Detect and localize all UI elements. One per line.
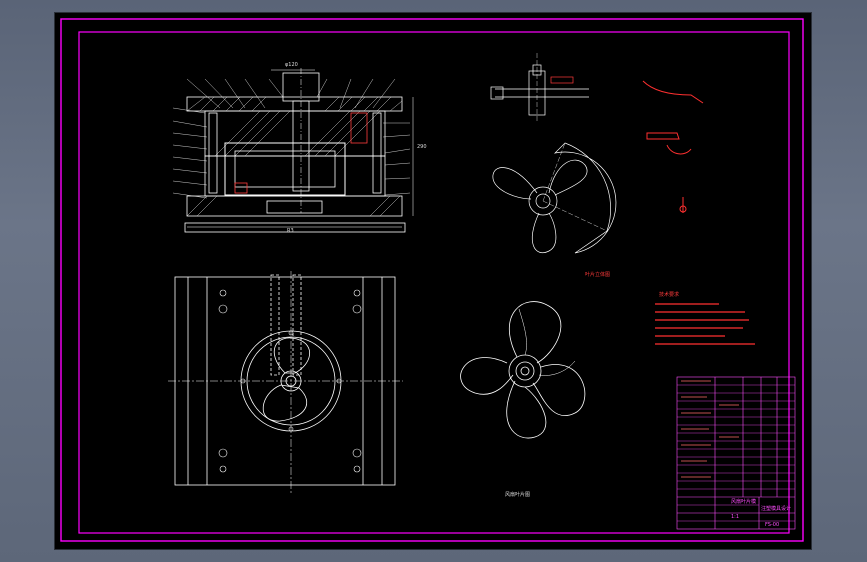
gate-detail-view	[490, 53, 589, 123]
drawing-sheet: φ120 290 R3 风扇叶片图 叶片立体图 技术要求 风扇叶片模 1:1 注…	[55, 13, 811, 549]
technical-requirements	[655, 303, 755, 345]
title-block-scale: 1:1	[731, 514, 740, 520]
right-dimension-label: 290	[417, 144, 427, 150]
title-block	[676, 376, 796, 530]
bottom-dimension-label: R3	[287, 228, 294, 234]
fan-blade-front-view	[460, 301, 586, 439]
fan-blade-sector-view	[492, 142, 617, 254]
isometric-sketches	[642, 80, 704, 213]
red-caption: 叶片立体图	[585, 272, 611, 278]
title-block-sheet-number: FS-00	[765, 522, 780, 528]
outer-frame	[60, 18, 804, 542]
mold-section-view	[172, 68, 414, 233]
technical-requirements-title: 技术要求	[659, 292, 680, 298]
inner-frame	[78, 31, 790, 534]
top-dimension-label: φ120	[285, 62, 298, 68]
cad-drawing-canvas	[60, 18, 804, 542]
mold-plan-view	[168, 271, 403, 495]
title-block-drawing-name: 风扇叶片模	[731, 499, 757, 505]
front-view-caption: 风扇叶片图	[505, 492, 531, 498]
title-block-company: 注塑模具设计	[761, 506, 792, 512]
